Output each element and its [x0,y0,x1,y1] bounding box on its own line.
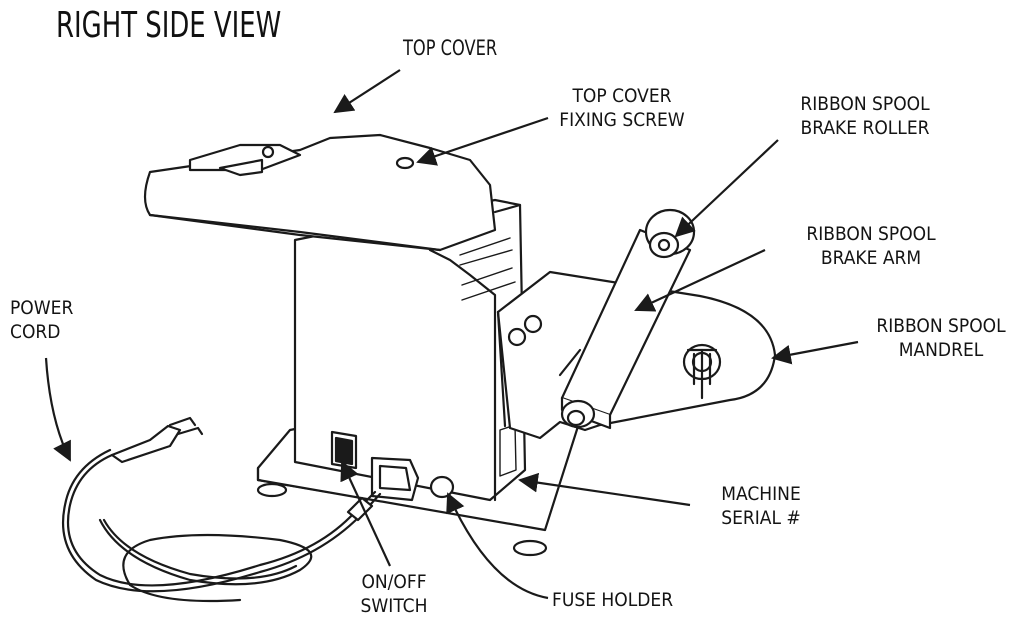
power-inlet [370,456,420,502]
label-top-cover-fixing-screw: TOP COVER FIXING SCREW [559,85,685,131]
label-ribbon-spool-brake-roller: RIBBON SPOOL BRAKE ROLLER [800,93,930,139]
label-on-off-switch: ON/OFF SWITCH [360,571,428,617]
ribbon-spool-mandrel [682,343,722,400]
label-top-cover: TOP COVER [403,36,498,60]
fixing-screw [395,156,415,170]
label-power-cord: POWER CORD [10,297,74,343]
on-off-switch [330,430,358,470]
label-ribbon-spool-mandrel: RIBBON SPOOL MANDREL [876,315,1006,361]
label-ribbon-spool-brake-arm: RIBBON SPOOL BRAKE ARM [806,223,936,269]
fuse-holder [429,475,455,499]
leader-arrows [44,69,859,600]
top-cover [143,133,497,252]
label-fuse-holder: FUSE HOLDER [552,589,674,611]
diagram-title: RIGHT SIDE VIEW [56,5,282,46]
power-cord [61,416,382,603]
label-machine-serial: MACHINE SERIAL # [721,483,801,529]
lower-roller [560,399,596,429]
main-body [293,198,527,502]
